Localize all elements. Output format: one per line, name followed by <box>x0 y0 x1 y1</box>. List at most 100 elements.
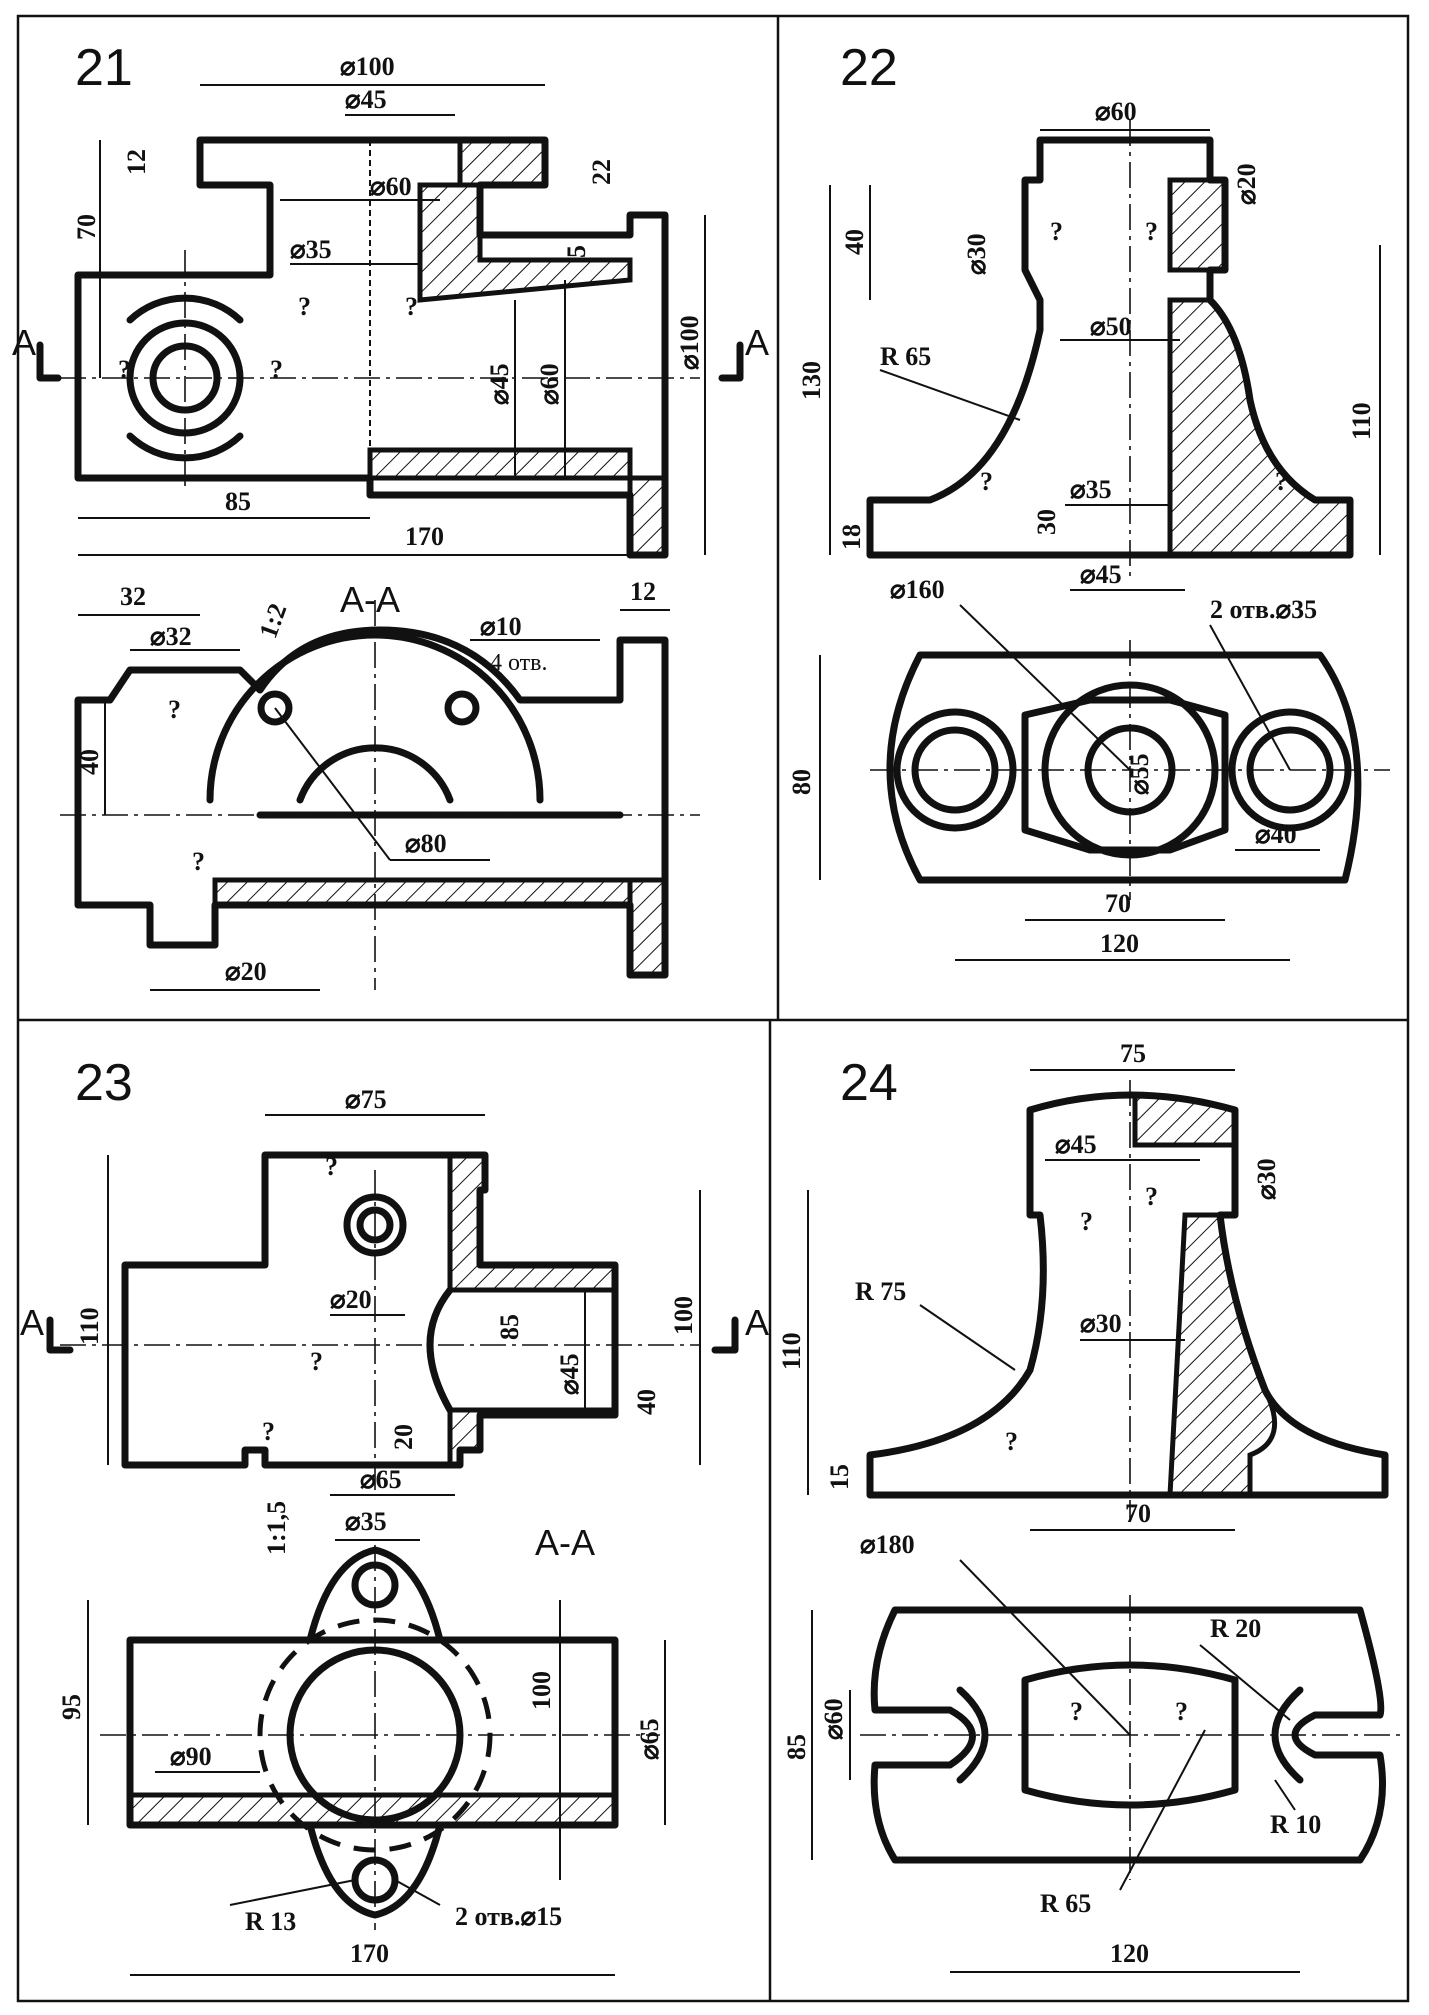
dim-holes: 4 отв. <box>490 650 548 676</box>
boss-arc-bottom <box>126 432 244 462</box>
dim-d45: ⌀45 <box>345 85 387 114</box>
question-mark: ? <box>1050 217 1063 246</box>
dim-d50: ⌀50 <box>1090 312 1132 341</box>
question-mark: ? <box>168 695 181 724</box>
dim-d20: ⌀20 <box>330 1285 372 1314</box>
hatch-top-flange <box>457 137 548 188</box>
dim-d60: ⌀60 <box>1095 97 1137 126</box>
dim-d100-vertical: ⌀100 <box>675 315 704 370</box>
hatch-body <box>1167 1212 1278 1498</box>
dim-d80: ⌀80 <box>405 829 447 858</box>
dim-r65: R 65 <box>1040 1889 1091 1918</box>
dim-d35: ⌀35 <box>290 235 332 264</box>
section-label: A-A <box>340 579 400 620</box>
panel-24: 24 75 ⌀45 ⌀30 R 75 110 ⌀30 15 70 ⌀180 R … <box>777 1039 1400 1973</box>
dim-w70: 70 <box>1105 889 1131 918</box>
part-outline-section <box>74 626 669 979</box>
cut-arrow-right <box>711 1316 739 1354</box>
section-label: A-A <box>535 1522 595 1563</box>
dim-h40: 40 <box>75 749 104 775</box>
dim-h18: 18 <box>837 524 866 550</box>
top-boss-outer <box>343 1193 407 1257</box>
panel-23: 23 ⌀75 110 ⌀20 85 ⌀45 100 40 20 ⌀65 A A … <box>20 1054 769 1976</box>
dim-w85: 85 <box>225 487 251 516</box>
question-mark: ? <box>192 847 205 876</box>
cut-label-right: A <box>745 322 769 363</box>
dim-h110: 110 <box>75 1307 104 1345</box>
question-mark: ? <box>118 355 131 384</box>
dim-h130: 130 <box>797 361 826 400</box>
question-mark: ? <box>1145 1182 1158 1211</box>
hatch-lower-wall <box>367 447 633 481</box>
dim-d100-top: ⌀100 <box>340 52 395 81</box>
question-mark: ? <box>405 292 418 321</box>
dim-h40: 40 <box>632 1389 661 1415</box>
dim-d65-top: ⌀65 <box>360 1465 402 1494</box>
cut-arrow-left <box>46 1316 74 1354</box>
dim-d20: ⌀20 <box>225 957 267 986</box>
dim-d75: ⌀75 <box>345 1085 387 1114</box>
dim-h70: 70 <box>72 214 101 240</box>
question-mark: ? <box>325 1152 338 1181</box>
dim-d10: ⌀10 <box>480 612 522 641</box>
part-outline-front <box>74 136 669 559</box>
dim-h80: 80 <box>787 769 816 795</box>
panel-number: 22 <box>840 39 898 97</box>
bolt-hole-left <box>257 690 293 726</box>
dim-h22: 22 <box>587 159 616 185</box>
dim-d180: ⌀180 <box>860 1530 915 1559</box>
dim-d60: ⌀60 <box>819 1698 848 1740</box>
dim-h5: 5 <box>562 245 591 258</box>
dim-d45: ⌀45 <box>1055 1130 1097 1159</box>
question-mark: ? <box>1070 1697 1083 1726</box>
question-mark: ? <box>1275 467 1288 496</box>
dim-r10: R 10 <box>1270 1810 1321 1839</box>
hatch-top-flange <box>1167 177 1228 273</box>
dim-r20: R 20 <box>1210 1614 1261 1643</box>
dim-d45-vertical: ⌀45 <box>485 363 514 405</box>
dim-d160: ⌀160 <box>890 575 945 604</box>
dim-h12: 12 <box>122 149 151 175</box>
question-mark: ? <box>1145 217 1158 246</box>
dim-r75: R 75 <box>855 1277 906 1306</box>
hatch-right-flange <box>627 475 668 558</box>
hatch-section-bottom <box>127 1792 618 1828</box>
dim-h85: 85 <box>782 1734 811 1760</box>
dim-h110: 110 <box>777 1332 806 1370</box>
question-mark: ? <box>1080 1207 1093 1236</box>
dim-h95: 95 <box>57 1694 86 1720</box>
dim-d35: ⌀35 <box>1070 475 1112 504</box>
dim-r65: R 65 <box>880 342 931 371</box>
dim-h30: 30 <box>1032 509 1061 535</box>
dim-h100: 100 <box>669 1296 698 1335</box>
boss-outline <box>1021 696 1229 854</box>
dim-w170: 170 <box>405 522 444 551</box>
hatch-lower <box>447 1407 618 1468</box>
dim-w75: 75 <box>1120 1039 1146 1068</box>
dim-d30: ⌀30 <box>962 233 991 275</box>
question-mark: ? <box>310 1347 323 1376</box>
dim-h20: 20 <box>389 1424 418 1450</box>
dim-d45: ⌀45 <box>1080 560 1122 589</box>
slot-left <box>956 1686 989 1784</box>
dim-w12: 12 <box>630 577 656 606</box>
cut-arrow-right <box>718 341 744 382</box>
question-mark: ? <box>1175 1697 1188 1726</box>
dim-w120: 120 <box>1100 929 1139 958</box>
question-mark: ? <box>270 355 283 384</box>
dim-d60-inner: ⌀60 <box>370 172 412 201</box>
dim-taper: 1:1,5 <box>262 1501 291 1555</box>
panel-number: 21 <box>75 39 133 97</box>
dim-d20: ⌀20 <box>1232 163 1261 205</box>
dim-h110: 110 <box>1347 402 1376 440</box>
question-mark: ? <box>298 292 311 321</box>
hatch-upper <box>447 1152 618 1293</box>
dim-h40: 40 <box>840 229 869 255</box>
panel-22: 22 ⌀60 ⌀20 40 ⌀30 130 R 65 ⌀50 110 ⌀35 3… <box>787 39 1390 961</box>
part-outline-front <box>866 1091 1389 1499</box>
hatch-section-flange <box>627 877 668 978</box>
dim-h15: 15 <box>825 1464 854 1490</box>
dim-taper: 1:2 <box>253 600 292 642</box>
dim-h100-b: 100 <box>527 1671 556 1710</box>
